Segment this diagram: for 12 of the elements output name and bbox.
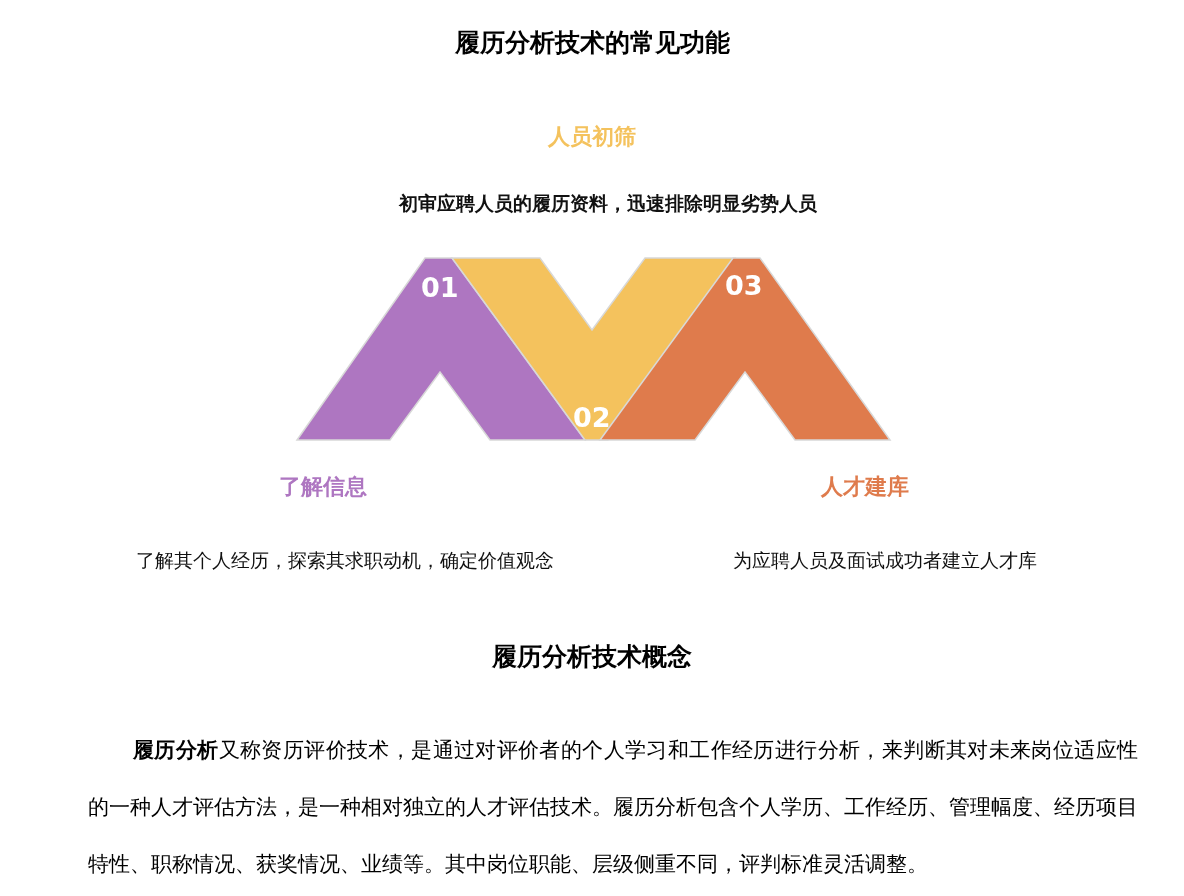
step-number: 03 [725, 272, 763, 299]
section-heading: 履历分析技术概念 [491, 641, 693, 673]
function-description: 为应聘人员及面试成功者建立人才库 [732, 548, 1038, 573]
function-heading: 人员初筛 [547, 123, 637, 151]
step-number: 01 [421, 274, 459, 301]
title: 履历分析技术的常见功能 [453, 27, 731, 59]
function-description: 初审应聘人员的履历资料，迅速排除明显劣势人员 [398, 191, 818, 216]
concept-paragraph: 履历分析又称资历评价技术，是通过对评价者的个人学习和工作经历进行分析，来判断其对未来岗位适应性的一种人才评估方法，是一种相对独立的人才评估技术。履历分析包含个人学历、工作经历、管理幅度、经历项目特性、职称情况、获奖情况、业绩等。其中岗位职能、层级侧重不同，评判标准灵活调整。 [88, 737, 1138, 878]
function-description: 了解其个人经历，探索其求职动机，确定价值观念 [135, 548, 555, 573]
function-heading: 了解信息 [278, 473, 368, 501]
step-number: 02 [573, 404, 611, 431]
function-heading: 人才建库 [820, 473, 910, 501]
